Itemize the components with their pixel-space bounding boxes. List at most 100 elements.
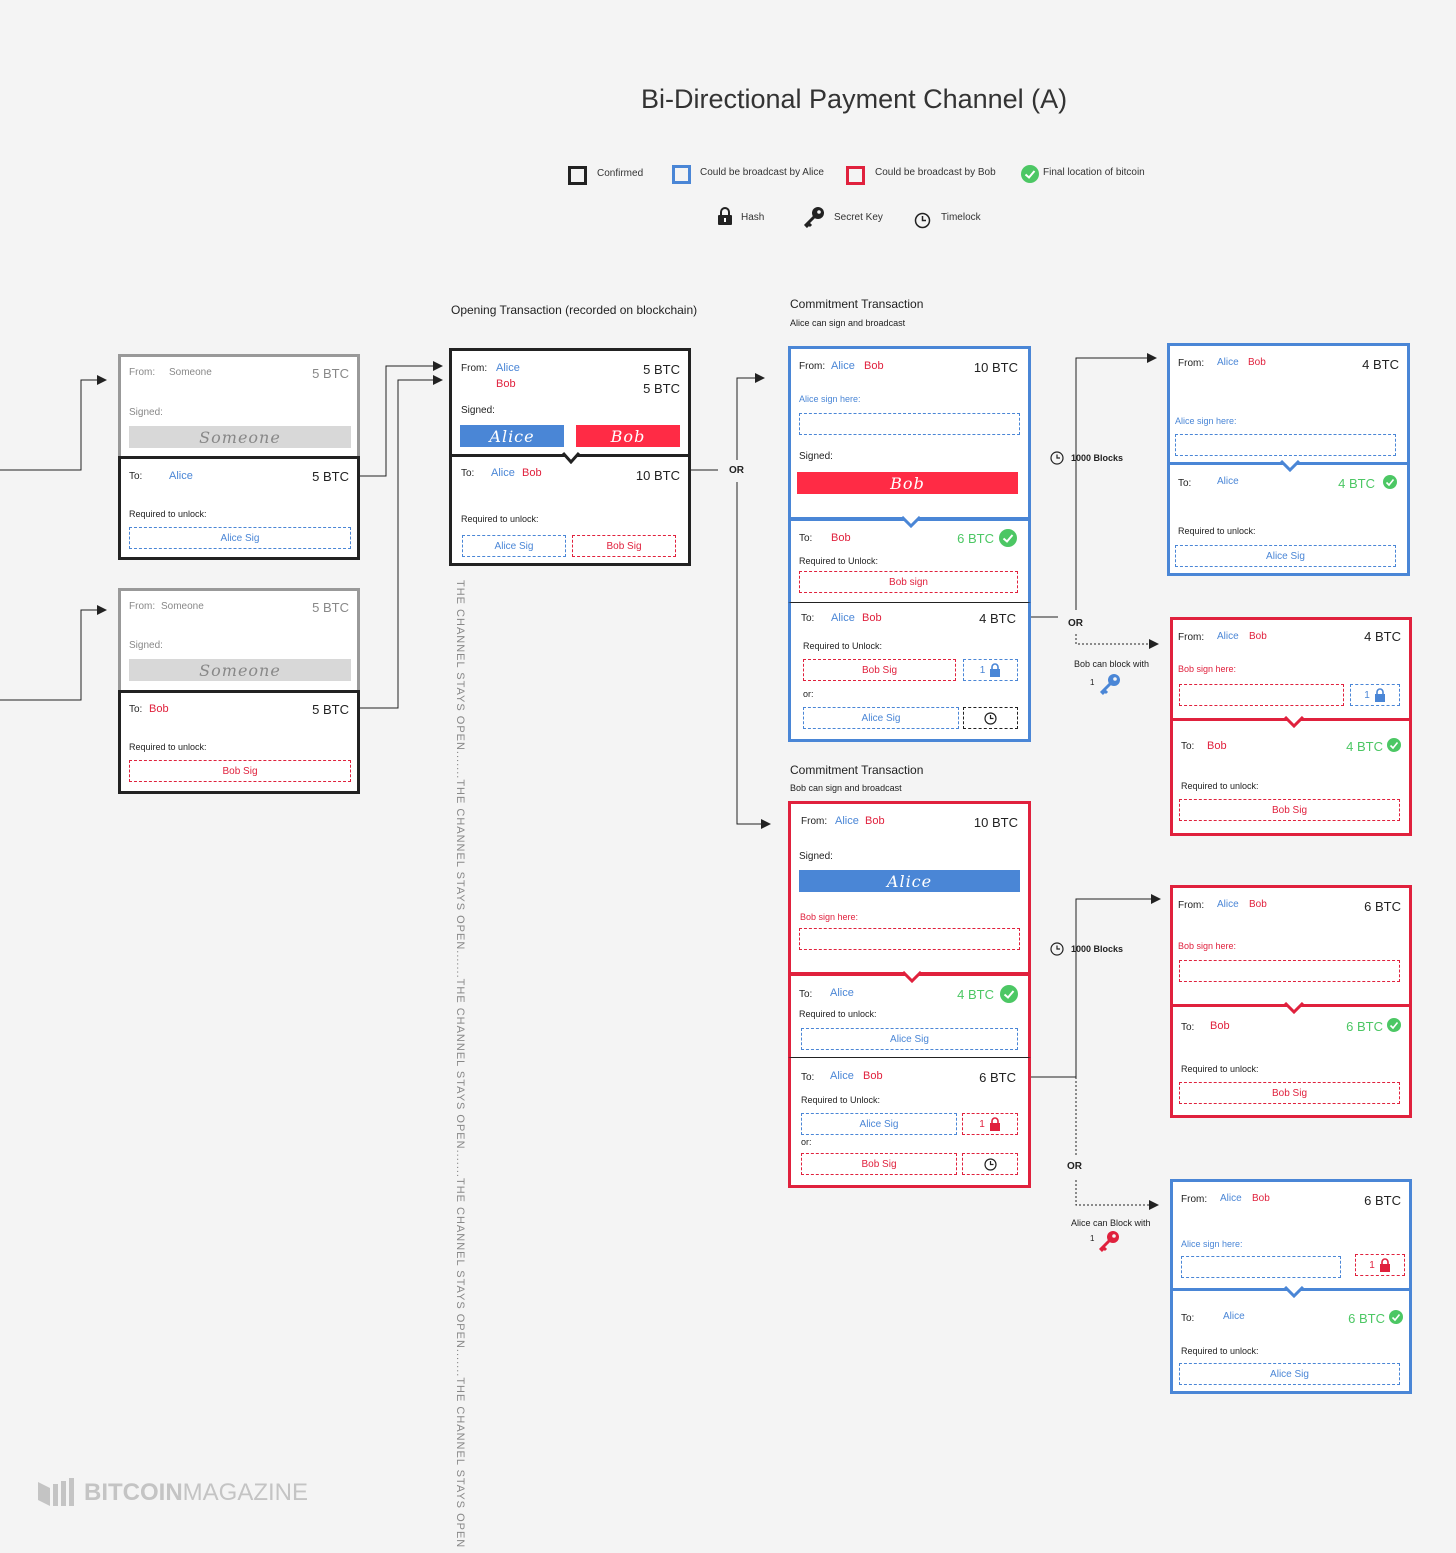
check-icon xyxy=(1387,738,1401,752)
legend-secret-key: Secret Key xyxy=(834,212,883,223)
bob-sign-field[interactable] xyxy=(1179,684,1344,706)
alice-sig-slot[interactable]: Alice Sig xyxy=(1175,545,1396,567)
alice-signature: Alice xyxy=(799,870,1020,892)
hash-slot[interactable]: 1 xyxy=(1350,684,1400,706)
check-icon xyxy=(1000,985,1018,1003)
commit-b-to-alice-card: To: Alice 4 BTC Required to unlock: Alic… xyxy=(788,973,1031,1059)
bob-sig-slot[interactable]: Bob Sig xyxy=(129,760,351,782)
legend-confirmed-swatch xyxy=(568,166,587,185)
bob-sig-slot[interactable]: Bob Sig xyxy=(1179,1082,1400,1104)
key-icon xyxy=(803,207,824,228)
result-a1-from-card: From: Alice Bob 4 BTC Alice sign here: xyxy=(1167,343,1410,465)
result-a2-from-card: From: Alice Bob 4 BTC Bob sign here: 1 xyxy=(1170,617,1412,721)
notch xyxy=(902,971,922,983)
lock-icon xyxy=(718,207,732,225)
bob-sign-field[interactable] xyxy=(1179,960,1400,982)
someone-signature: Someone xyxy=(129,659,351,681)
funding-bob-to-card: To: Bob 5 BTC Required to unlock: Bob Si… xyxy=(118,690,360,794)
bob-sig-slot[interactable]: Bob Sig xyxy=(1179,799,1400,821)
funding-bob-from-card: From: Someone 5 BTC Signed: Someone xyxy=(118,588,360,694)
notch xyxy=(1284,1286,1304,1298)
legend-final: Final location of bitcoin xyxy=(1043,167,1145,178)
brand-bitcoin: BITCOIN xyxy=(84,1479,183,1506)
bob-signature: Bob xyxy=(576,425,680,447)
check-icon xyxy=(1389,1310,1403,1324)
bob-sig-slot[interactable]: Bob Sig xyxy=(801,1153,957,1175)
check-icon xyxy=(999,529,1017,547)
or-label: OR xyxy=(1067,1161,1082,1172)
key-icon xyxy=(1098,1231,1119,1253)
bob-signature: Bob xyxy=(797,472,1018,494)
page-title: Bi-Directional Payment Channel (A) xyxy=(641,84,1068,114)
alice-block-note: Alice can Block with xyxy=(1071,1218,1151,1228)
blocks-label: 1000 Blocks xyxy=(1071,944,1124,954)
alice-sign-field[interactable] xyxy=(1175,434,1396,456)
funding-alice-to-card: To: Alice 5 BTC Required to unlock: Alic… xyxy=(118,456,360,560)
notch xyxy=(1284,1002,1304,1014)
commit-a-to-both-card: To: Alice Bob 4 BTC Required to Unlock: … xyxy=(788,602,1031,742)
bob-sign-field[interactable] xyxy=(799,928,1020,950)
timelock-slot[interactable] xyxy=(963,707,1018,729)
notch xyxy=(562,452,580,464)
lock-icon xyxy=(989,1117,1000,1131)
bob-sig-slot[interactable]: Bob Sig xyxy=(803,659,956,681)
alice-sign-field[interactable] xyxy=(1181,1256,1341,1278)
check-icon xyxy=(1387,1018,1401,1032)
commit-a-from-card: From: Alice Bob 10 BTC Alice sign here: … xyxy=(788,346,1031,520)
alice-sig-slot[interactable]: Alice Sig xyxy=(801,1113,957,1135)
hash-slot[interactable]: 1 xyxy=(963,659,1018,681)
result-b2-from-card: From: Alice Bob 6 BTC Alice sign here: 1 xyxy=(1170,1179,1412,1291)
hash-count: 1 xyxy=(979,1118,985,1130)
lock-icon xyxy=(1374,688,1385,702)
timelock-slot[interactable] xyxy=(962,1153,1018,1175)
timelock-icon xyxy=(1050,451,1064,465)
legend-alice-broadcast: Could be broadcast by Alice xyxy=(700,167,824,178)
alice-sig-slot[interactable]: Alice Sig xyxy=(803,707,959,729)
notch xyxy=(901,516,921,528)
alice-signature: Alice xyxy=(460,425,564,447)
notch xyxy=(1280,460,1300,472)
commit-b-heading: Commitment Transaction xyxy=(790,763,924,777)
bitcoin-magazine-icon xyxy=(38,1478,74,1506)
hash-count: 1 xyxy=(1364,689,1370,701)
commit-b-from-card: From: Alice Bob 10 BTC Signed: Alice Bob… xyxy=(788,801,1031,975)
timelock-icon xyxy=(984,711,997,725)
bob-sign-slot[interactable]: Bob sign xyxy=(799,571,1018,593)
alice-sig-slot[interactable]: Alice Sig xyxy=(462,535,566,557)
opening-heading: Opening Transaction (recorded on blockch… xyxy=(451,303,698,317)
legend-bob-broadcast: Could be broadcast by Bob xyxy=(875,167,996,178)
hash-slot[interactable]: 1 xyxy=(1355,1254,1405,1276)
or-label: OR xyxy=(729,465,744,476)
timelock-icon xyxy=(983,1157,997,1171)
hash-slot[interactable]: 1 xyxy=(962,1113,1018,1135)
key-count: 1 xyxy=(1090,1234,1095,1243)
alice-sig-slot[interactable]: Alice Sig xyxy=(129,527,351,549)
legend-timelock: Timelock xyxy=(941,212,981,223)
key-count: 1 xyxy=(1090,678,1095,687)
notch xyxy=(1284,716,1304,728)
legend-alice-swatch xyxy=(672,165,691,184)
timelock-icon xyxy=(1050,942,1064,956)
opening-to-card: To: Alice Bob 10 BTC Required to unlock:… xyxy=(449,454,691,566)
legend-bob-swatch xyxy=(846,166,865,185)
commit-a-to-bob-card: To: Bob 6 BTC Required to Unlock: Bob si… xyxy=(788,518,1031,604)
key-icon xyxy=(1099,674,1120,696)
bob-sig-slot[interactable]: Bob Sig xyxy=(572,535,676,557)
commit-b-to-both-card: To: Alice Bob 6 BTC Required to Unlock: … xyxy=(788,1057,1031,1188)
result-b2-to-card: To: Alice 6 BTC Required to unlock: Alic… xyxy=(1170,1288,1412,1394)
someone-signature: Someone xyxy=(129,426,351,448)
funding-alice-from-card: From: Someone 5 BTC Signed: Someone xyxy=(118,354,360,460)
check-icon xyxy=(1383,475,1397,489)
alice-sig-slot[interactable]: Alice Sig xyxy=(801,1028,1018,1050)
result-b1-from-card: From: Alice Bob 6 BTC Bob sign here: xyxy=(1170,885,1412,1007)
timelock-icon xyxy=(914,212,931,229)
alice-sig-slot[interactable]: Alice Sig xyxy=(1179,1363,1400,1385)
or-label: OR xyxy=(1068,618,1083,629)
result-a2-to-card: To: Bob 4 BTC Required to unlock: Bob Si… xyxy=(1170,718,1412,836)
result-b1-to-card: To: Bob 6 BTC Required to unlock: Bob Si… xyxy=(1170,1004,1412,1118)
alice-sign-field[interactable] xyxy=(799,413,1020,435)
commit-a-heading: Commitment Transaction xyxy=(790,297,924,311)
lock-icon xyxy=(990,663,1001,677)
